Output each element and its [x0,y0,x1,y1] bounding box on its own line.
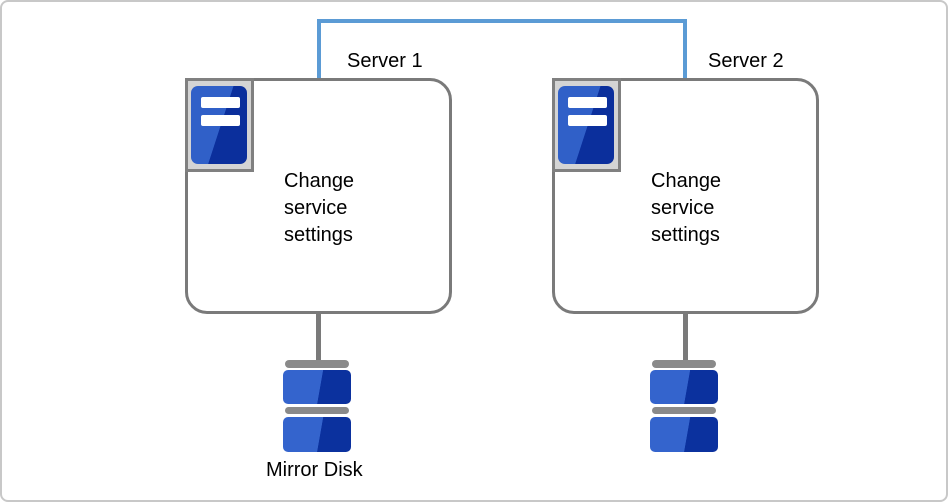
server2-text-line: settings [651,224,720,246]
server2-text-line: Change [651,170,722,192]
server2-box: Change service settings [552,78,819,314]
disk-cap [285,360,349,368]
mirror-disk-icon [283,360,351,453]
disk-connector-line [683,311,688,361]
disk-cap [285,407,349,414]
server1-text-line: Change [284,170,355,192]
server1-label: Server 1 [347,50,423,72]
disk-platter [283,417,351,452]
server-drive-slot [201,115,240,126]
server-tower-shape [191,86,247,164]
server-icon [185,78,254,172]
server1-box: Change service settings [185,78,452,314]
server1-text-line: service [284,197,348,219]
server2-text-line: service [651,197,715,219]
server-drive-slot [568,97,607,108]
server1-box-text: Change service settings [284,168,354,249]
disk-platter [283,370,351,404]
server1-text-line: settings [284,224,353,246]
disk-platter [650,417,718,452]
disk-connector-line [316,311,321,361]
disk-platter [650,370,718,404]
server-drive-slot [201,97,240,108]
server-drive-slot [568,115,607,126]
disk-cap [652,360,716,368]
server2-box-text: Change service settings [651,168,721,249]
server-icon [552,78,621,172]
disk-cap [652,407,716,414]
mirror-disk-icon [650,360,718,453]
server-tower-shape [558,86,614,164]
server2-label: Server 2 [708,50,784,72]
mirror-disk-label: Mirror Disk [266,459,363,481]
